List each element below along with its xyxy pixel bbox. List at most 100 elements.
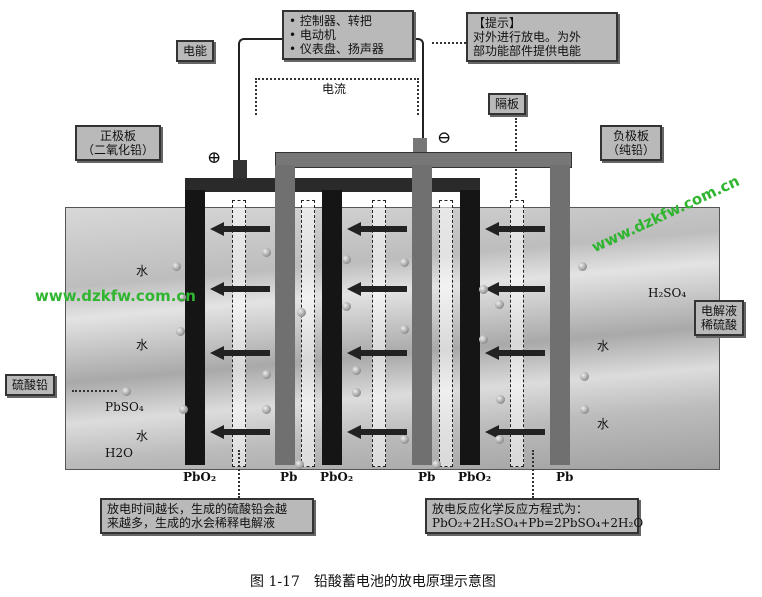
positive-terminal: [233, 160, 247, 180]
water-label: 水: [597, 339, 610, 353]
negative-terminal: [413, 138, 427, 154]
current-arrow-icon: [347, 346, 407, 360]
tip-line: 对外进行放电。为外: [473, 30, 582, 44]
particle: [432, 460, 441, 469]
water-label: 水: [136, 264, 149, 278]
particle: [262, 405, 271, 414]
positive-plate: [185, 190, 205, 465]
load-box: • 控制器、转把 • 电动机 • 仪表盘、扬声器: [282, 10, 414, 60]
lead-sulfate-label: 硫酸铅: [5, 374, 56, 396]
energy-label: 电能: [176, 40, 215, 62]
electrolyte-label: 电解液 稀硫酸: [694, 300, 745, 336]
electrolyte-tank: [65, 207, 720, 470]
negative-plate: [412, 165, 432, 465]
separator: [301, 200, 315, 467]
current-arrow-icon: [485, 346, 545, 360]
h2o-label: H2O: [105, 446, 133, 460]
tip-title: 【提示】: [473, 16, 522, 30]
current-arrow-icon: [485, 425, 545, 439]
electrolyte-text: 电解液: [701, 304, 738, 318]
note-right-line: PbO₂+2H₂SO₄+Pb=2PbSO₄+2H₂O: [432, 516, 644, 530]
particle: [400, 258, 409, 267]
wire-left: [238, 38, 286, 165]
particle: [122, 387, 131, 396]
figure-caption: 图 1-17 铅酸蓄电池的放电原理示意图: [250, 574, 496, 590]
current-label: 电流: [322, 82, 347, 96]
plate-label: PbO₂: [320, 470, 354, 484]
negative-terminal-symbol: ⊖: [437, 128, 452, 148]
particle: [179, 405, 188, 414]
load-item: • 仪表盘、扬声器: [289, 42, 384, 56]
note-right-pointer: [532, 450, 534, 498]
note-left: 放电时间越长，生成的硫酸铅会越 来越多，生成的水会稀释电解液: [100, 498, 314, 534]
water-label: 水: [136, 429, 149, 443]
particle: [580, 405, 589, 414]
current-arrow-icon: [347, 282, 407, 296]
lead-sulfate-text: 硫酸铅: [12, 378, 49, 392]
particle: [297, 308, 306, 317]
tip-pointer: [432, 42, 466, 44]
current-arrow-icon: [210, 425, 270, 439]
note-left-line: 来越多，生成的水会稀释电解液: [107, 516, 276, 530]
negative-plate-label: 负极板 （纯铅）: [600, 125, 663, 161]
current-arrow-icon: [210, 346, 270, 360]
current-path: [255, 78, 419, 115]
current-arrow-icon: [210, 282, 270, 296]
particle: [172, 262, 181, 271]
particle: [400, 435, 409, 444]
particle: [580, 372, 589, 381]
positive-plate-label: 正极板 （二氧化铅）: [75, 125, 162, 161]
separator: [372, 200, 386, 467]
negative-plate: [275, 165, 295, 465]
particle: [496, 395, 505, 404]
note-left-line: 放电时间越长，生成的硫酸铅会越: [107, 502, 288, 516]
current-arrow-icon: [210, 222, 270, 236]
plate-label: Pb: [418, 470, 436, 484]
positive-terminal-symbol: ⊕: [207, 148, 222, 168]
positive-plate: [460, 190, 480, 465]
energy-text: 电能: [183, 44, 208, 58]
particle: [352, 366, 361, 375]
water-label: 水: [136, 338, 149, 352]
positive-busbar: [185, 178, 480, 192]
separator-text: 隔板: [495, 97, 520, 111]
note-left-pointer: [238, 450, 240, 498]
separator: [439, 200, 453, 467]
particle: [262, 248, 271, 257]
positive-plate-sub: （二氧化铅）: [82, 143, 155, 157]
particle: [262, 370, 271, 379]
particle: [479, 285, 488, 294]
current-arrow-icon: [347, 222, 407, 236]
particle: [479, 335, 488, 344]
current-arrow-icon: [485, 222, 545, 236]
separator: [510, 200, 524, 467]
particle: [177, 293, 186, 302]
note-right: 放电反应化学反应方程式为： PbO₂+2H₂SO₄+Pb=2PbSO₄+2H₂O: [425, 498, 644, 534]
particle: [342, 255, 351, 264]
load-item: • 电动机: [289, 28, 336, 42]
particle: [495, 300, 504, 309]
negative-plate: [550, 165, 570, 465]
positive-plate-text: 正极板: [100, 129, 137, 143]
watermark: www.dzkfw.com.cn: [35, 287, 196, 305]
load-item: • 控制器、转把: [289, 14, 372, 28]
plate-label: Pb: [556, 470, 574, 484]
pbso4-label: PbSO₄: [105, 400, 144, 414]
lead-sulfate-pointer: [72, 390, 117, 392]
plate-label: Pb: [280, 470, 298, 484]
water-label: 水: [597, 417, 610, 431]
tip-box: 【提示】 对外进行放电。为外 部功能部件提供电能: [466, 12, 618, 62]
tip-line: 部功能部件提供电能: [473, 44, 582, 58]
positive-plate: [322, 190, 342, 465]
particle: [400, 325, 409, 334]
particle: [495, 435, 504, 444]
current-arrow-icon: [347, 425, 407, 439]
particle: [578, 262, 587, 271]
particle: [176, 327, 185, 336]
particle: [295, 460, 304, 469]
particle: [342, 302, 351, 311]
particle: [352, 388, 361, 397]
separator-label: 隔板: [488, 93, 527, 115]
note-right-line: 放电反应化学反应方程式为：: [432, 502, 589, 516]
